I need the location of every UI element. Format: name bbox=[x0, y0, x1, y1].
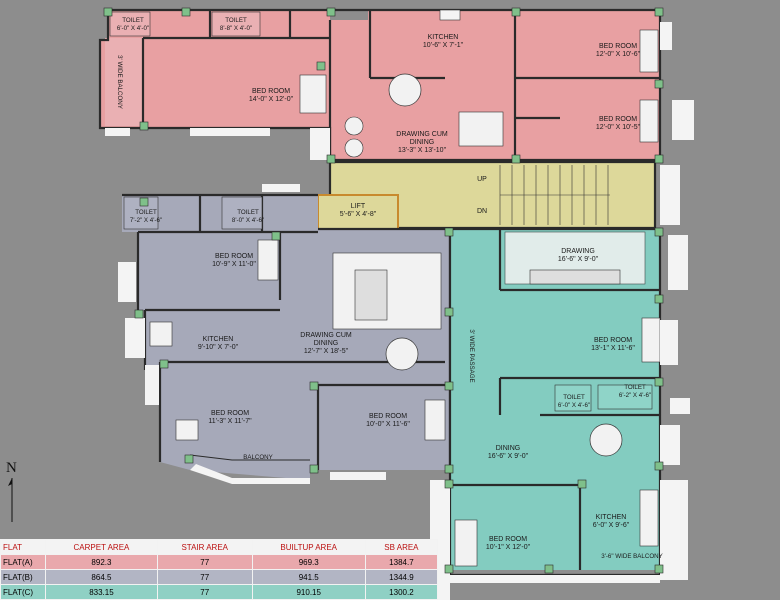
col-header: SB AREA bbox=[364, 539, 439, 555]
stair-dn-label: DN bbox=[477, 208, 487, 215]
table-cell: 969.3 bbox=[251, 554, 366, 570]
table-cell: FLAT(B) bbox=[0, 569, 46, 585]
table-cell: 77 bbox=[156, 554, 253, 570]
table-cell: 941.5 bbox=[251, 569, 366, 585]
flat-b bbox=[122, 193, 452, 480]
table-cell: 1344.9 bbox=[364, 569, 439, 585]
north-arrow: N bbox=[6, 460, 17, 522]
stair-up-label: UP bbox=[477, 176, 487, 183]
balcony-a-label: 3' WIDE BALCONY bbox=[116, 55, 123, 109]
col-header: CARPET AREA bbox=[45, 539, 158, 555]
passage-label: 3' WIDE PASSAGE bbox=[468, 329, 475, 382]
table-cell: 910.15 bbox=[251, 584, 366, 600]
flat-a bbox=[98, 8, 662, 162]
north-letter: N bbox=[6, 460, 17, 476]
table-row: FLAT(B) 864.5 77 941.5 1344.9 bbox=[0, 569, 439, 585]
col-header: FLAT bbox=[0, 539, 46, 555]
table-cell: 77 bbox=[156, 584, 253, 600]
table-cell: 864.5 bbox=[45, 569, 158, 585]
table-cell: 77 bbox=[156, 569, 253, 585]
table-row: FLAT(C) 833.15 77 910.15 1300.2 bbox=[0, 584, 439, 600]
columns bbox=[103, 7, 664, 574]
stair-core: UP DN bbox=[317, 160, 657, 230]
table-cell: FLAT(C) bbox=[0, 584, 46, 600]
table-cell: 892.3 bbox=[45, 554, 158, 570]
table-cell: FLAT(A) bbox=[0, 554, 46, 570]
table-cell: 833.15 bbox=[45, 584, 158, 600]
balcony-b-label: BALCONY bbox=[243, 454, 273, 461]
table-cell: 1384.7 bbox=[364, 554, 439, 570]
balcony-c-label: 3'-6" WIDE BALCONY bbox=[601, 553, 663, 560]
area-table: FLAT CARPET AREA STAIR AREA BUILTUP AREA… bbox=[0, 539, 439, 600]
col-header: STAIR AREA bbox=[156, 539, 253, 555]
table-row: FLAT(A) 892.3 77 969.3 1384.7 bbox=[0, 554, 439, 570]
col-header: BUILTUP AREA bbox=[251, 539, 366, 555]
table-cell: 1300.2 bbox=[364, 584, 439, 600]
